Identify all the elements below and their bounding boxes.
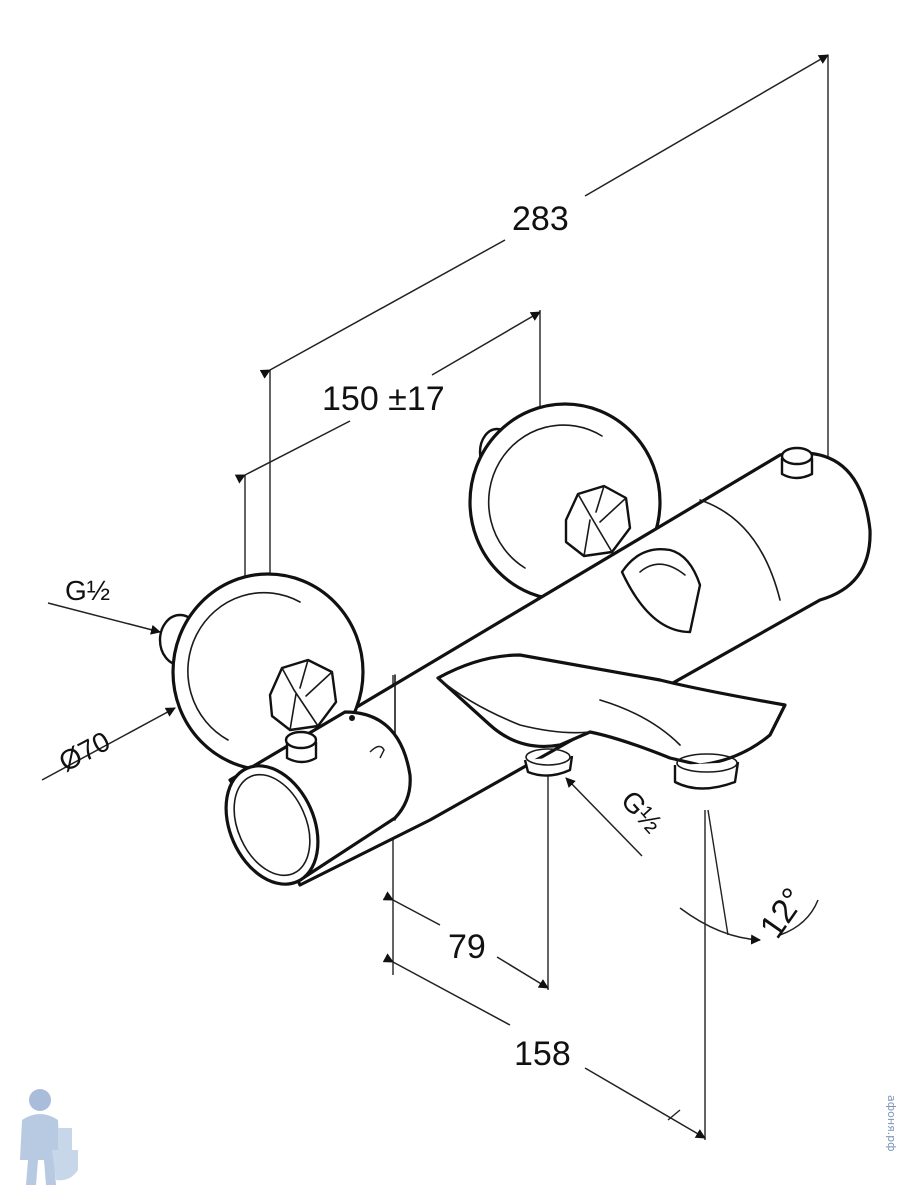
right-eccentric-connector bbox=[468, 402, 662, 602]
watermark-site: афоня.рф bbox=[885, 1095, 898, 1152]
dimension-283: 283 bbox=[259, 54, 829, 379]
left-thermostat-knob bbox=[224, 710, 412, 886]
dimension-150: 150 ±17 bbox=[234, 311, 541, 484]
outlet-thread-label: G½ bbox=[615, 785, 668, 839]
diverter-handle bbox=[620, 548, 702, 634]
leader-inlet-thread: G½ bbox=[47, 575, 161, 635]
leader-diameter: Ø70 bbox=[41, 707, 176, 781]
dimension-angle: 12° bbox=[679, 881, 819, 945]
dim-79-label: 79 bbox=[448, 928, 486, 966]
dim-150-label: 150 ±17 bbox=[322, 380, 445, 418]
dim-158-label: 158 bbox=[514, 1035, 571, 1073]
inlet-thread-label: G½ bbox=[65, 575, 110, 606]
leader-outlet-thread: G½ bbox=[565, 777, 668, 857]
spout bbox=[436, 653, 787, 790]
left-eccentric-connector bbox=[158, 572, 365, 772]
diameter-label: Ø70 bbox=[54, 725, 115, 777]
dimension-79: 79 bbox=[382, 891, 549, 989]
faucet-body bbox=[158, 402, 872, 887]
dimension-158: 158 bbox=[382, 953, 706, 1139]
angle-label: 12° bbox=[753, 881, 814, 945]
dim-283-label: 283 bbox=[512, 200, 569, 238]
right-knob-button bbox=[780, 446, 814, 480]
watermark-mascot bbox=[20, 1089, 78, 1185]
